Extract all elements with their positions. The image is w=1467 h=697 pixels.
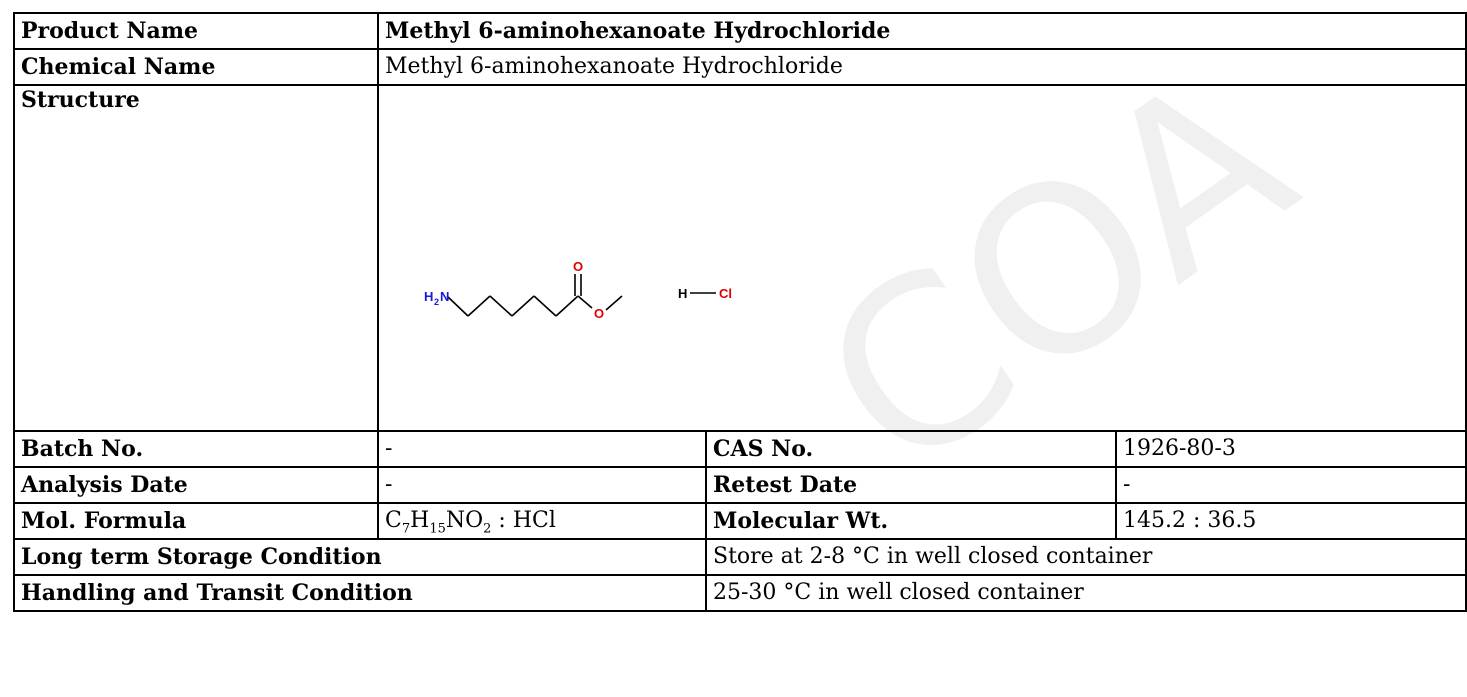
mol-formula-label: Mol. Formula xyxy=(13,502,379,540)
formula-c: C xyxy=(385,508,402,533)
formula-no: NO xyxy=(445,508,484,533)
molecular-wt-label: Molecular Wt. xyxy=(705,502,1117,540)
handling-value: 25-30 °C in well closed container xyxy=(704,574,1467,612)
coa-sheet: Product Name Methyl 6-aminohexanoate Hyd… xyxy=(13,12,1467,612)
molecular-wt-value: 145.2 : 36.5 xyxy=(1114,502,1467,540)
formula-salt: : HCl xyxy=(491,508,556,533)
row-batch-cas: Batch No. - CAS No. 1926-80-3 xyxy=(13,430,1467,468)
chemical-name-value: Methyl 6-aminohexanoate Hydrochloride xyxy=(376,48,1467,86)
bond-c6-o xyxy=(577,295,593,309)
carbonyl-o-label: O xyxy=(573,259,583,274)
formula-o-count: 2 xyxy=(483,521,492,537)
handling-label: Handling and Transit Condition xyxy=(13,574,707,612)
row-formula-weight: Mol. Formula C7H15NO2 : HCl Molecular Wt… xyxy=(13,502,1467,540)
analysis-date-label: Analysis Date xyxy=(13,466,379,504)
structure-cell xyxy=(376,84,1467,432)
hcl-h-label: H xyxy=(678,286,687,301)
bond-o-ch3 xyxy=(605,295,623,311)
mol-formula-value: C7H15NO2 : HCl xyxy=(377,502,707,540)
structure-label: Structure xyxy=(13,84,379,432)
storage-value: Store at 2-8 °C in well closed container xyxy=(704,538,1467,576)
cas-no-label: CAS No. xyxy=(705,430,1117,468)
retest-date-label: Retest Date xyxy=(705,466,1117,504)
row-structure: Structure xyxy=(13,84,1467,432)
bond-n-c1 xyxy=(446,295,469,317)
bond-c2-c3 xyxy=(489,295,513,317)
amine-h-label: H xyxy=(424,289,433,304)
bond-c5-c6 xyxy=(555,295,579,317)
row-dates: Analysis Date - Retest Date - xyxy=(13,466,1467,504)
batch-no-value: - xyxy=(377,430,707,468)
hcl-cl-label: Cl xyxy=(719,286,732,301)
formula-c-count: 7 xyxy=(401,521,411,537)
formula-h-count: 15 xyxy=(429,521,446,537)
row-storage: Long term Storage Condition Store at 2-8… xyxy=(13,538,1467,576)
cas-no-value: 1926-80-3 xyxy=(1114,430,1467,468)
row-handling: Handling and Transit Condition 25-30 °C … xyxy=(13,574,1467,612)
analysis-date-value: - xyxy=(377,466,707,504)
product-info-table: Product Name Methyl 6-aminohexanoate Hyd… xyxy=(13,12,1467,612)
bond-c1-c2 xyxy=(467,295,491,317)
amine-subscript: 2 xyxy=(434,297,439,307)
row-chemical-name: Chemical Name Methyl 6-aminohexanoate Hy… xyxy=(13,48,1467,86)
chemical-structure-drawing: H 2 N O O H Cl xyxy=(424,259,732,321)
bond-c4-c5 xyxy=(533,295,557,317)
structure-bonds xyxy=(446,274,716,317)
ester-o-label: O xyxy=(594,306,604,321)
chemical-name-label: Chemical Name xyxy=(13,48,379,86)
product-name-value: Methyl 6-aminohexanoate Hydrochloride xyxy=(376,12,1467,50)
amine-n-label: N xyxy=(440,289,449,304)
product-name-label: Product Name xyxy=(13,12,379,50)
retest-date-value: - xyxy=(1114,466,1467,504)
batch-no-label: Batch No. xyxy=(13,430,379,468)
formula-h: H xyxy=(410,508,430,533)
storage-label: Long term Storage Condition xyxy=(13,538,707,576)
bond-c3-c4 xyxy=(511,295,535,317)
row-product-name: Product Name Methyl 6-aminohexanoate Hyd… xyxy=(13,12,1467,50)
